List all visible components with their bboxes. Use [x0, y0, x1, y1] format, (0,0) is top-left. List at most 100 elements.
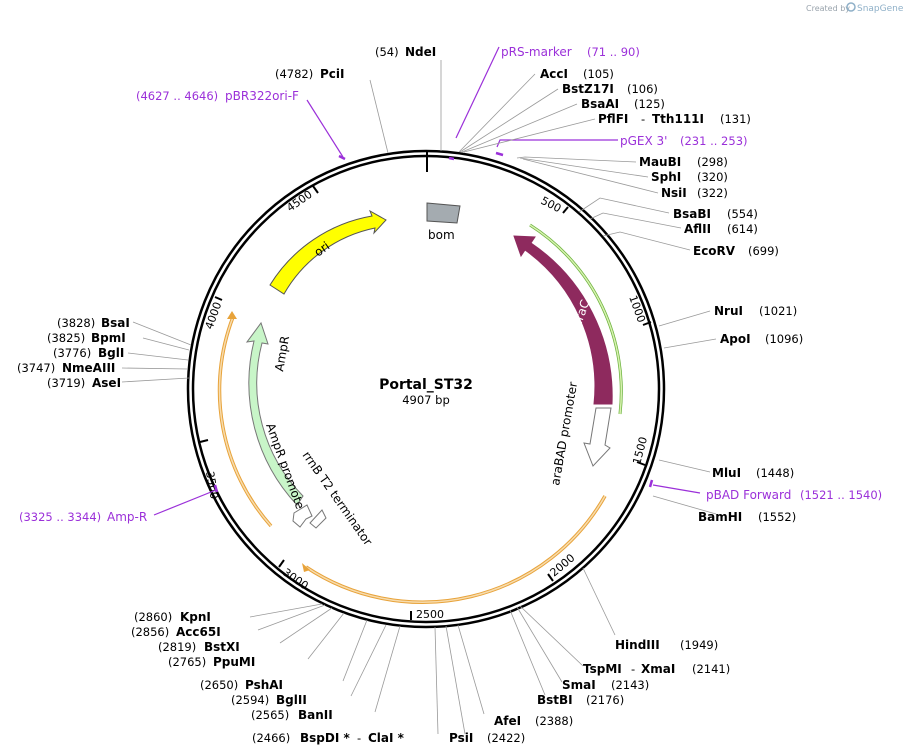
enzyme-maubi: MauBI	[639, 155, 681, 169]
enzyme-pos-bstxi: (2819)	[158, 640, 196, 654]
tick-label-2500: 2500	[416, 608, 444, 621]
enzyme-tth111i: Tth111I	[652, 112, 704, 126]
enzyme-lines	[121, 60, 717, 735]
enzyme-pos-acci: (105)	[583, 67, 614, 81]
enzyme-pos-banii: (2565)	[251, 708, 289, 722]
enzyme-acc65i: Acc65I	[176, 625, 221, 639]
tick-label-4000: 4000	[203, 300, 225, 331]
enzyme-pos-bstbi: (2176)	[586, 693, 624, 707]
primer-pbad-forward: pBAD Forward	[706, 488, 791, 502]
enzyme-aflii: AflII	[684, 222, 711, 236]
ampr-label: AmpR	[272, 335, 292, 373]
enzyme-nrui: NruI	[714, 304, 743, 318]
enzyme-bstz17i: BstZ17I	[562, 82, 614, 96]
enzyme-pos-ppumi: (2765)	[168, 655, 206, 669]
ori-feature	[269, 209, 387, 295]
enzyme-pos-ecorv: (699)	[748, 244, 779, 258]
enzyme-pos-pshai: (2650)	[200, 678, 238, 692]
tick-label-3500: 3500	[203, 470, 221, 500]
plasmid-name: Portal_ST32	[379, 377, 473, 393]
enzyme-pos-bamhi: (1552)	[758, 510, 796, 524]
enzyme-pos-kpni: (2860)	[134, 610, 172, 624]
enzyme-pos-bsai: (3828)	[57, 316, 95, 330]
enzyme-ecorv: EcoRV	[693, 244, 736, 258]
primer-pgex3: pGEX 3'	[620, 134, 667, 148]
enzyme-pcii: PciI	[320, 67, 345, 81]
enzyme-bsai: BsaI	[101, 316, 130, 330]
enzyme-bstxi: BstXI	[204, 640, 240, 654]
enzyme-psii: PsiI	[449, 731, 473, 745]
enzyme-bsabi: BsaBI	[673, 207, 711, 221]
primer-pos-amp-r: (3325 .. 3344)	[19, 510, 101, 524]
enzyme-bpmi: BpmI	[91, 331, 126, 345]
enzyme-tspmi: TspMI	[583, 662, 622, 676]
enzyme-ndei: NdeI	[405, 45, 436, 59]
enzyme-pos-acc65i: (2856)	[131, 625, 169, 639]
enzyme-sep-pflfi: -	[641, 112, 645, 126]
enzyme-xmai: XmaI	[641, 662, 675, 676]
rrnb-terminator-label: rrnB T2 terminator	[300, 449, 376, 549]
enzyme-pos-psii: (2422)	[487, 731, 525, 745]
enzyme-bstbi: BstBI	[537, 693, 573, 707]
enzyme-pos-bpmi: (3825)	[47, 331, 85, 345]
enzyme-pos-xmai: (2141)	[692, 662, 730, 676]
enzyme-ppumi: PpuMI	[213, 655, 255, 669]
enzyme-pos-nmeaiii: (3747)	[17, 361, 55, 375]
enzyme-pos-apoi: (1096)	[765, 332, 803, 346]
enzyme-sphi: SphI	[651, 170, 681, 184]
enzyme-kpni: KpnI	[180, 610, 211, 624]
enzyme-sep-tspmi: -	[631, 662, 635, 676]
primer-pos-prs-marker: (71 .. 90)	[587, 45, 640, 59]
enzyme-pos-nrui: (1021)	[759, 304, 797, 318]
ticks	[199, 185, 652, 620]
enzyme-pos-nsii: (322)	[697, 186, 728, 200]
tick-label-4500: 4500	[284, 188, 314, 215]
arabad-promoter-feature	[583, 407, 612, 467]
enzyme-pos-bglii: (2594)	[231, 693, 269, 707]
enzyme-pos-bsabi: (554)	[727, 207, 758, 221]
enzyme-pos-bstz17i: (106)	[627, 82, 658, 96]
enzyme-pos-bspdi: (2466)	[252, 731, 290, 745]
enzyme-asei: AseI	[92, 376, 121, 390]
enzyme-apoi: ApoI	[720, 332, 751, 346]
primer-pos-pbad-forward: (1521 .. 1540)	[800, 488, 882, 502]
arabad-promoter-label: araBAD promoter	[548, 381, 580, 487]
enzyme-clai: ClaI *	[368, 731, 405, 745]
primer-pos-pgex3: (231 .. 253)	[680, 134, 748, 148]
rrnb-terminator-feature	[309, 509, 327, 529]
snapgene-logo-icon	[846, 2, 856, 12]
bom-feature	[426, 202, 461, 224]
enzyme-banii: BanII	[298, 708, 333, 722]
snapgene-brand: SnapGene	[857, 4, 904, 14]
enzyme-bspdi: BspDI *	[300, 731, 350, 745]
enzyme-pos-sphi: (320)	[697, 170, 728, 184]
enzyme-pflfi: PflFI	[598, 112, 628, 126]
enzyme-pos-aflii: (614)	[727, 222, 758, 236]
enzyme-pos-afei: (2388)	[535, 714, 573, 728]
enzyme-bsaai: BsaAI	[581, 97, 619, 111]
ampr-feature	[245, 321, 304, 506]
enzyme-pos-smai: (2143)	[611, 678, 649, 692]
bom-label: bom	[428, 228, 455, 242]
enzyme-pos-maubi: (298)	[697, 155, 728, 169]
primer-lines	[153, 46, 701, 516]
enzyme-smai: SmaI	[562, 678, 596, 692]
enzyme-afei: AfeI	[494, 714, 521, 728]
enzyme-mlui: MluI	[712, 466, 741, 480]
enzyme-pos-bgli: (3776)	[53, 346, 91, 360]
enzyme-hindiii: HindIII	[615, 638, 660, 652]
enzyme-pos-pcii: (4782)	[275, 67, 313, 81]
ampr-cds-outline	[217, 316, 273, 528]
ampr-promoter-feature	[292, 504, 313, 528]
primer-ticks	[213, 151, 654, 493]
enzyme-pos-tth111i: (131)	[720, 112, 751, 126]
primer-prs-marker: pRS-marker	[501, 45, 572, 59]
enzyme-pshai: PshAI	[245, 678, 283, 692]
enzyme-bgli: BglI	[98, 346, 124, 360]
enzyme-nmeaiii: NmeAIII	[62, 361, 115, 375]
enzyme-acci: AccI	[540, 67, 568, 81]
enzyme-pos-hindiii: (1949)	[680, 638, 718, 652]
enzyme-pos-mlui: (1448)	[756, 466, 794, 480]
plasmid-size: 4907 bp	[402, 393, 450, 407]
